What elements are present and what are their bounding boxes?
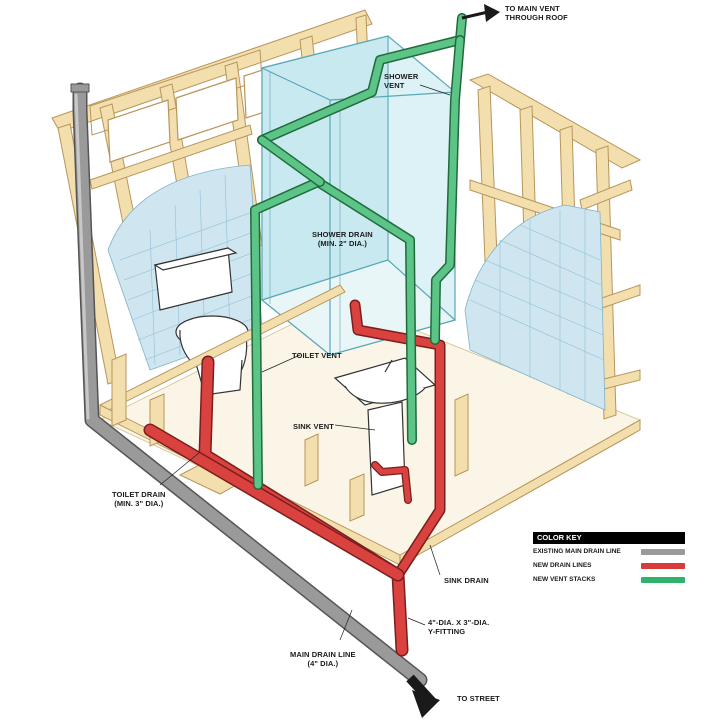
new-drain-lines: [143, 299, 446, 657]
to-street-arrow: [412, 690, 440, 718]
leader-lines: [159, 84, 451, 641]
label-toilet-drain: TOILET DRAIN(MIN. 3" DIA.): [112, 490, 166, 508]
label-shower-drain: SHOWER DRAIN(MIN. 2" DIA.): [312, 230, 373, 248]
label-y-fitting: 4"-DIA. x 3"-DIA.Y-FITTING: [428, 618, 490, 636]
color-key-label: EXISTING MAIN DRAIN LINE: [533, 548, 621, 555]
color-key-label: NEW DRAIN LINES: [533, 562, 592, 569]
label-to-street: TO STREET: [457, 694, 500, 703]
label-main-drain: MAIN DRAIN LINE(4" DIA.): [290, 650, 356, 668]
main-vent-arrow-shaft: [461, 10, 489, 20]
label-toilet-vent: TOILET VENT: [292, 351, 342, 360]
color-key: COLOR KEY EXISTING MAIN DRAIN LINE NEW D…: [533, 532, 685, 586]
new-vent-stacks: [250, 13, 467, 490]
color-key-swatch: [641, 577, 685, 583]
to-street-arrow-shaft: [406, 674, 436, 706]
color-key-row-vent: NEW VENT STACKS: [533, 575, 685, 586]
color-key-swatch: [641, 549, 685, 555]
color-key-label: NEW VENT STACKS: [533, 576, 596, 583]
label-sink-vent: SINK VENT: [293, 422, 334, 431]
color-key-swatch: [641, 563, 685, 569]
color-key-row-drain: NEW DRAIN LINES: [533, 561, 685, 572]
color-key-title: COLOR KEY: [533, 532, 685, 544]
right-tile-wall: [464, 204, 606, 411]
main-vent-arrow: [484, 4, 500, 22]
label-sink-drain: SINK DRAIN: [444, 576, 489, 585]
main-drain-line: [70, 82, 428, 688]
color-key-row-existing: EXISTING MAIN DRAIN LINE: [533, 547, 685, 558]
